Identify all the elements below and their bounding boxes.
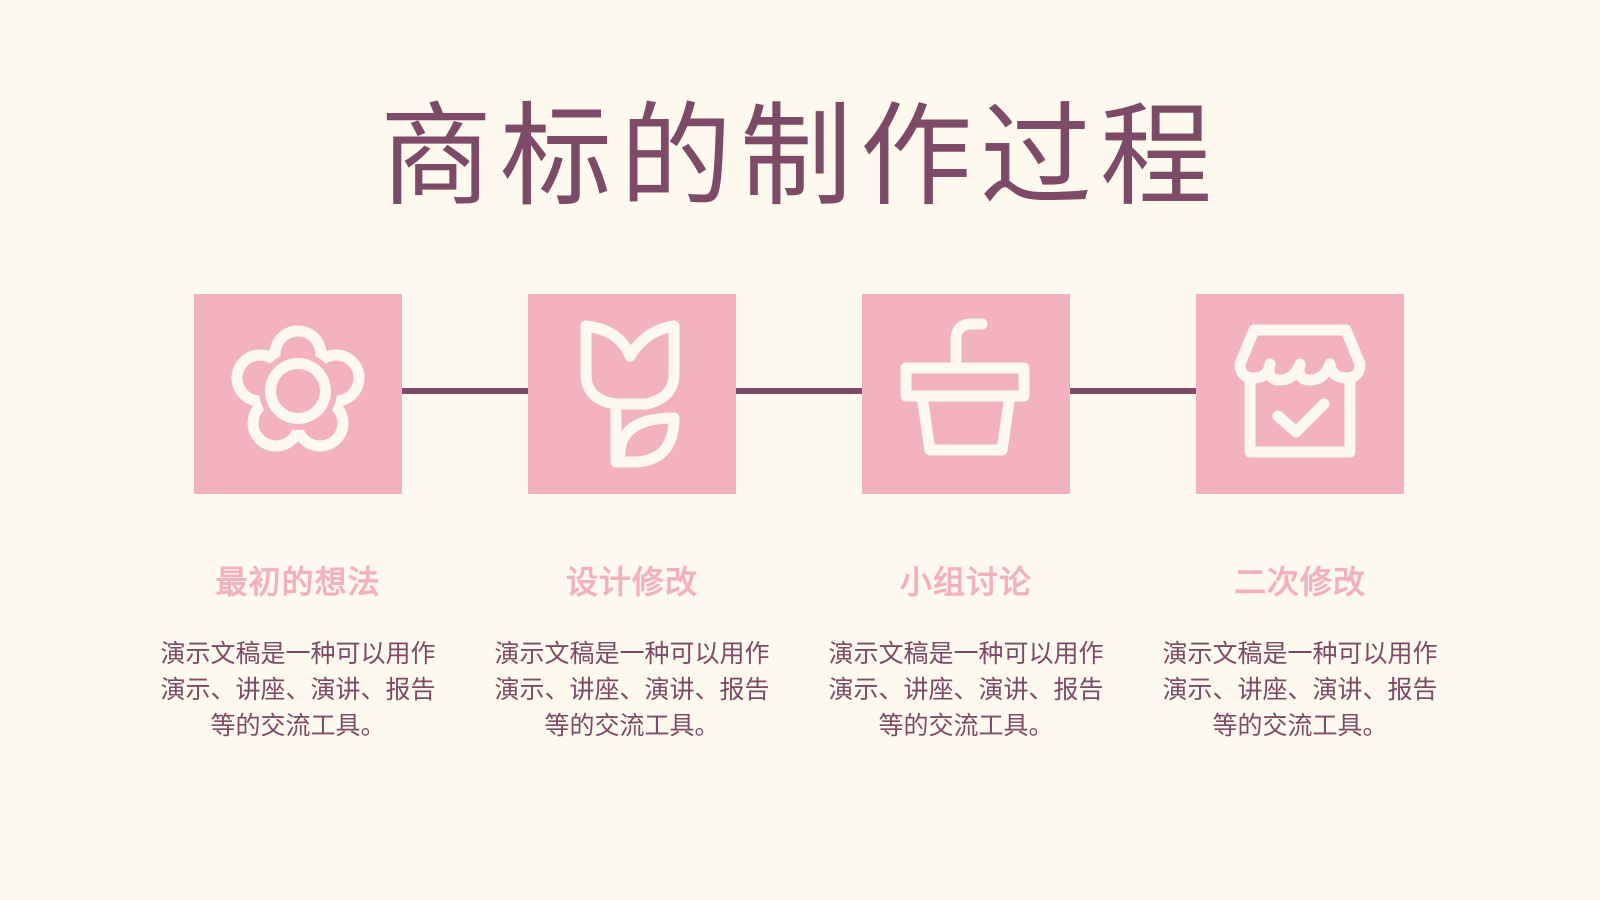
description-line: 演示文稿是一种可以用作 (160, 639, 436, 668)
step-title-2: 设计修改 (565, 563, 698, 601)
sprout-icon (580, 320, 680, 468)
shop-check-icon (1234, 324, 1366, 458)
description-line: 演示文稿是一种可以用作 (1162, 639, 1438, 668)
step-tile-2 (528, 294, 736, 494)
step-tile-3 (862, 294, 1070, 494)
description-line: 演示、讲座、演讲、报告 (1162, 675, 1438, 704)
pot-icon (900, 318, 1030, 456)
step-description-3: 演示文稿是一种可以用作 演示、讲座、演讲、报告 等的交流工具。 (806, 636, 1126, 744)
description-line: 演示、讲座、演讲、报告 (828, 675, 1104, 704)
description-line: 等的交流工具。 (544, 711, 720, 740)
step-description-1: 演示文稿是一种可以用作 演示、讲座、演讲、报告 等的交流工具。 (138, 636, 458, 744)
flower-icon (231, 325, 365, 452)
connector-line-1 (402, 388, 528, 394)
step-title-4: 二次修改 (1233, 563, 1366, 601)
description-line: 等的交流工具。 (878, 711, 1054, 740)
connector-line-3 (1070, 388, 1196, 394)
description-line: 演示文稿是一种可以用作 (828, 639, 1104, 668)
description-line: 演示、讲座、演讲、报告 (494, 675, 770, 704)
connector-line-2 (736, 388, 862, 394)
description-line: 等的交流工具。 (1212, 711, 1388, 740)
step-description-4: 演示文稿是一种可以用作 演示、讲座、演讲、报告 等的交流工具。 (1140, 636, 1460, 744)
step-description-2: 演示文稿是一种可以用作 演示、讲座、演讲、报告 等的交流工具。 (472, 636, 792, 744)
description-line: 演示、讲座、演讲、报告 (160, 675, 436, 704)
step-tile-1 (194, 294, 402, 494)
description-line: 等的交流工具。 (210, 711, 386, 740)
step-tile-4 (1196, 294, 1404, 494)
step-title-1: 最初的想法 (215, 563, 381, 601)
description-line: 演示文稿是一种可以用作 (494, 639, 770, 668)
step-title-3: 小组讨论 (899, 563, 1032, 601)
page-title: 商标的制作过程 (380, 92, 1220, 222)
